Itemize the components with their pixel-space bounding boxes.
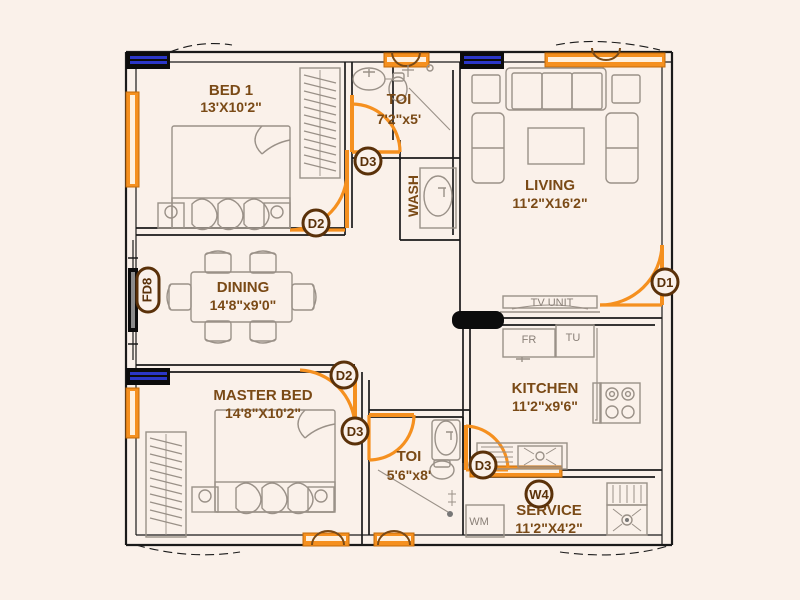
room-name: SERVICE: [516, 502, 582, 519]
furniture-tv-console: [452, 311, 504, 329]
furniture-bed1: [157, 125, 291, 231]
room-dimensions: 14'8"x9'0": [210, 297, 277, 313]
window-toi2-south[interactable]: [373, 532, 415, 547]
door-tag-label: W4: [529, 487, 549, 502]
furniture-living: [471, 67, 641, 184]
oval-tag-fd8[interactable]: FD8: [135, 266, 161, 314]
fixture-label-tv-unit: TV UNIT: [531, 297, 574, 309]
door-tag-d3-toi1[interactable]: D3: [353, 146, 383, 176]
room-name: WASH: [405, 175, 421, 217]
window-master-west[interactable]: [125, 387, 140, 439]
furniture-toi2: [377, 419, 505, 538]
furniture-kitchen: [476, 295, 641, 470]
fixture-label-washing-machine: WM: [469, 516, 489, 528]
window-toi1-north[interactable]: [383, 52, 430, 68]
door-fd8[interactable]: [128, 240, 138, 360]
room-label-wash: WASH: [405, 175, 421, 217]
door-tag-label: D3: [475, 458, 492, 473]
furniture-wardrobe-master: [145, 431, 187, 538]
door-tag-d1[interactable]: D1: [650, 267, 680, 297]
window-bed1-north[interactable]: [126, 52, 170, 69]
door-tag-label: D2: [336, 368, 353, 383]
door-tag-label: D3: [347, 424, 364, 439]
door-tag-label: D3: [360, 154, 377, 169]
room-label-toi1: TOI 7'2"x5': [377, 91, 421, 127]
room-name: MASTER BED: [213, 387, 312, 404]
furniture-wardrobe-bed1: [299, 67, 341, 179]
room-name: KITCHEN: [512, 380, 579, 397]
window-master-west-blue[interactable]: [126, 368, 170, 385]
door-tag-circle: [468, 450, 498, 480]
room-dimensions: 7'2"x5': [377, 111, 421, 127]
room-label-toi2: TOI 5'6"x8': [387, 448, 431, 483]
room-name: TOI: [387, 91, 412, 108]
furniture: [145, 64, 648, 538]
window-bed1-west[interactable]: [125, 91, 140, 188]
room-dimensions: 11'2"X16'2": [512, 195, 587, 211]
door-tag-circle: [650, 267, 680, 297]
oval-tag-shape: [135, 266, 161, 314]
door-tag-d2-master[interactable]: D2: [329, 360, 359, 390]
room-dimensions: 5'6"x8': [387, 467, 431, 483]
door-tag-d2-bed1[interactable]: D2: [301, 208, 331, 238]
furniture-wash: [419, 167, 457, 229]
furniture-master-bed: [191, 409, 336, 515]
door-tag-label: D1: [657, 275, 674, 290]
furniture-toi1: [352, 64, 451, 131]
door-tag-circle: [340, 416, 370, 446]
door-tag-d3-kitchen[interactable]: D3: [468, 450, 498, 480]
furniture-dining: [166, 250, 317, 344]
door-tag-circle: [353, 146, 383, 176]
door-swing-d3-master-toi[interactable]: [367, 413, 416, 462]
door-tag-circle: [524, 479, 554, 509]
fixture-labels: TV UNIT FR TU WM: [469, 297, 580, 528]
door-tag-w4-service[interactable]: W4: [524, 479, 554, 509]
oval-tag-label: FD8: [139, 278, 154, 303]
door-tag-circle: [301, 208, 331, 238]
room-dimensions: 13'X10'2": [200, 99, 262, 115]
windows: [125, 52, 666, 547]
door-tag-label: D2: [308, 216, 325, 231]
door-tag-d3-master-toi[interactable]: D3: [340, 416, 370, 446]
fixture-label-fridge: FR: [522, 334, 537, 346]
room-label-bed1: BED 113'X10'2": [200, 82, 262, 115]
exterior-arc-markers: [135, 40, 669, 556]
fixture-label-tall-unit: TU: [566, 332, 581, 344]
furniture-service: [606, 482, 648, 536]
room-name: BED 1: [209, 82, 253, 99]
window-living-north-blue[interactable]: [460, 52, 504, 69]
window-swing-arcs: [311, 47, 621, 546]
room-dimensions: 11'2"x9'6": [512, 398, 578, 414]
room-name: LIVING: [525, 177, 575, 194]
oval-tag-markers: FD8: [135, 266, 161, 314]
room-name: DINING: [217, 279, 270, 296]
room-name: TOI: [397, 448, 422, 465]
door-tag-circle: [329, 360, 359, 390]
room-dimensions: 14'8"X10'2": [225, 405, 301, 421]
room-dimensions: 11'2"X4'2": [515, 520, 582, 536]
